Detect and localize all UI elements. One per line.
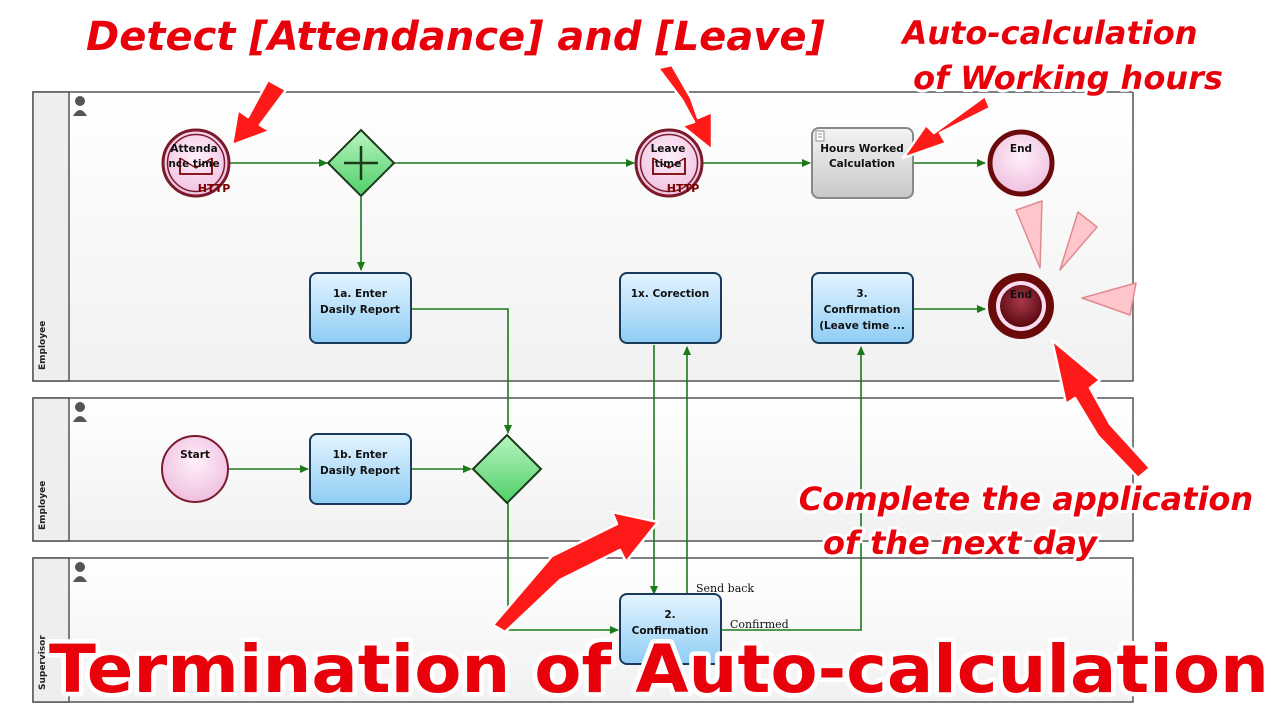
leave-time-event[interactable]: Leave time HTTP <box>634 128 704 198</box>
end-event-top[interactable]: End <box>987 129 1055 197</box>
lane-label: Employee <box>38 321 48 370</box>
script-icon <box>815 130 825 142</box>
task-label: 2. <box>664 609 675 621</box>
task-2-confirmation[interactable]: 2. Confirmation <box>619 593 722 665</box>
burst-highlight <box>1015 200 1137 316</box>
task-label: 1a. Enter <box>333 288 388 300</box>
hours-worked-calculation-task[interactable]: Hours Worked Calculation <box>811 127 914 199</box>
start-event[interactable]: Start <box>161 435 229 503</box>
arrow-to-leave <box>656 63 714 152</box>
lane-label: Supervisor <box>38 635 48 690</box>
event-label: time <box>655 158 682 170</box>
lane-label: Employee <box>38 481 48 530</box>
event-label: End <box>1010 143 1032 155</box>
arrow-to-hours-calculation <box>901 94 992 160</box>
event-label: nce time <box>168 158 219 170</box>
parallel-gateway[interactable] <box>326 128 396 198</box>
event-label: End <box>1010 289 1032 301</box>
edge-label-confirmed: Confirmed <box>730 618 789 631</box>
http-label: HTTP <box>667 182 700 195</box>
task-label: 1b. Enter <box>333 449 388 461</box>
annotation-complete: of the next day <box>823 524 1098 562</box>
arrow-to-attendance <box>230 78 288 147</box>
event-label: Leave <box>651 143 686 155</box>
annotation-auto-calc: of Working hours <box>913 59 1223 97</box>
mail-icon <box>179 157 213 175</box>
task-1x-correction[interactable]: 1x. Corection <box>619 272 722 344</box>
http-label: HTTP <box>198 182 231 195</box>
burst-mark <box>1081 282 1137 316</box>
task-label: 3. <box>856 288 867 300</box>
task-label: Confirmation <box>824 304 901 316</box>
task-label: Calculation <box>829 158 895 170</box>
task-label: 1x. Corection <box>631 288 709 300</box>
annotation-detect: Detect [Attendance] and [Leave] <box>86 14 825 60</box>
burst-mark <box>1059 211 1098 271</box>
mail-icon <box>652 157 686 175</box>
flow-2-confirmed <box>721 346 865 631</box>
task-label: Dasily Report <box>320 465 400 477</box>
task-label: Confirmation <box>632 625 709 637</box>
task-1a-enter-daily-report[interactable]: 1a. Enter Dasily Report <box>309 272 412 344</box>
task-3-confirmation-leave-time[interactable]: 3. Confirmation (Leave time ... <box>811 272 914 344</box>
event-label: Start <box>180 449 210 461</box>
event-label: Attenda <box>170 143 217 155</box>
annotation-complete: Complete the application <box>799 480 1253 518</box>
end-event-bottom-highlighted[interactable]: End <box>988 273 1054 339</box>
plus-icon <box>344 146 378 180</box>
user-icon <box>73 562 87 582</box>
annotation-arrows <box>230 63 1152 634</box>
arrow-to-end-event <box>1050 338 1152 480</box>
attendance-time-event[interactable]: Attenda nce time HTTP <box>161 128 231 198</box>
exclusive-gateway[interactable] <box>471 433 543 505</box>
burst-mark <box>1015 200 1043 269</box>
annotation-termination-title: Termination of Auto-calculation <box>49 631 1269 708</box>
user-icon <box>73 402 87 422</box>
task-1b-enter-daily-report[interactable]: 1b. Enter Dasily Report <box>309 433 412 505</box>
task-label: (Leave time ... <box>819 320 905 332</box>
task-label: Hours Worked <box>820 143 904 155</box>
user-icon <box>73 96 87 116</box>
flow-1a-to-gateway <box>411 308 512 434</box>
task-label: Dasily Report <box>320 304 400 316</box>
arrow-to-confirmation <box>491 510 660 634</box>
annotation-auto-calc: Auto-calculation <box>900 14 1198 52</box>
edge-label-send-back: Send back <box>696 582 754 595</box>
